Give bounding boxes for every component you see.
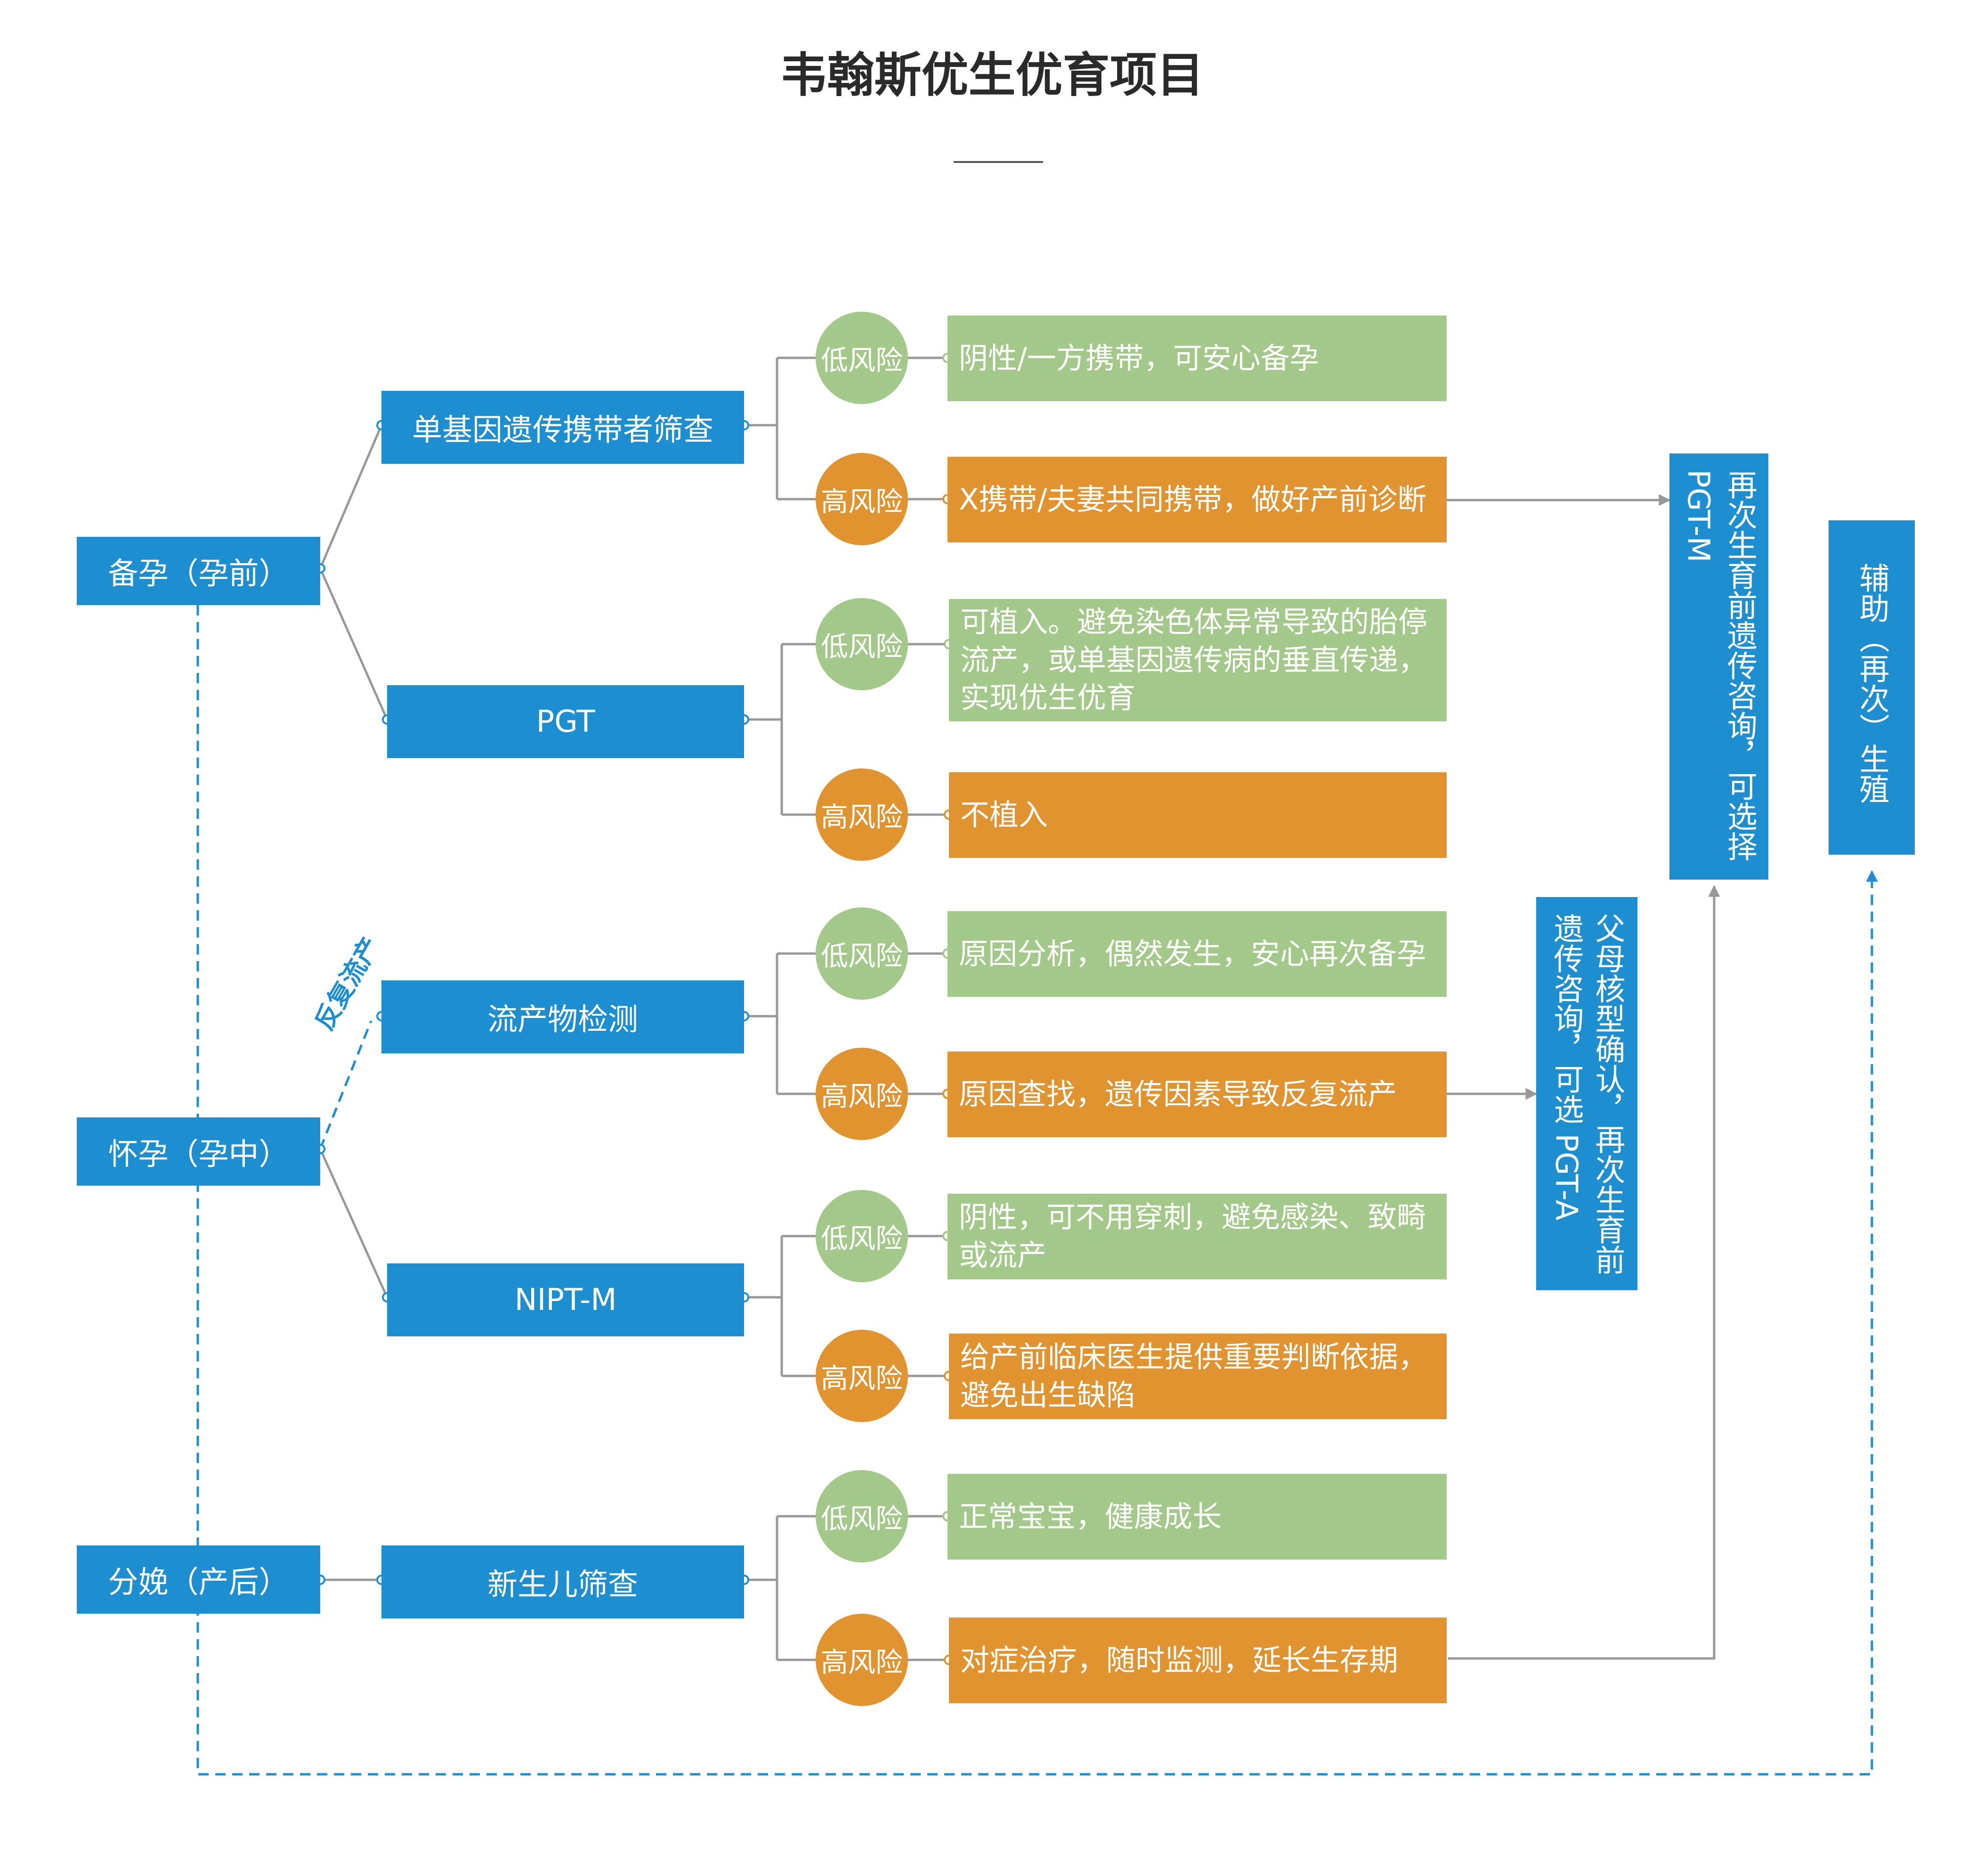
risk-high-badge: 高风险: [816, 768, 908, 861]
stage-pregnancy: 怀孕（孕中）: [77, 1117, 320, 1186]
risk-low-badge: 低风险: [816, 312, 908, 404]
risk-high-badge: 高风险: [816, 1330, 908, 1422]
assisted-reproduction-text: 辅助（再次）生殖: [1854, 563, 1889, 804]
risk-low-badge: 低风险: [816, 598, 908, 690]
pgt-m-text-line-1: 再次生育前遗传咨询，可选择: [1722, 469, 1757, 861]
risk-low-badge: 低风险: [816, 1190, 908, 1282]
result-pgt-high: 不植入: [949, 772, 1447, 858]
pgt-m-counseling-box: 再次生育前遗传咨询，可选择 PGT-M: [1669, 453, 1768, 880]
risk-high-badge: 高风险: [816, 1048, 908, 1140]
item-nipt-m: NIPT-M: [387, 1263, 744, 1336]
risk-high-badge: 高风险: [816, 1614, 908, 1706]
karyotype-text-line-1: 父母核型确认，再次生育前: [1590, 913, 1625, 1275]
risk-high-badge: 高风险: [816, 453, 908, 545]
result-carrier-high: X携带/夫妻共同携带，做好产前诊断: [947, 457, 1447, 542]
stage-postpartum: 分娩（产后）: [77, 1545, 320, 1614]
karyotype-pgt-a-box: 父母核型确认，再次生育前 遗传咨询，可选 PGT-A: [1536, 897, 1637, 1290]
result-carrier-low: 阴性/一方携带，可安心备孕: [947, 315, 1447, 401]
result-tissue-low: 原因分析，偶然发生，安心再次备孕: [947, 911, 1447, 997]
item-miscarriage-tissue-test: 流产物检测: [381, 980, 744, 1053]
karyotype-text-line-2: 遗传咨询，可选 PGT-A: [1548, 913, 1584, 1221]
stage-pre-pregnancy: 备孕（孕前）: [77, 537, 320, 605]
title-divider: [954, 161, 1043, 163]
result-newborn-low: 正常宝宝，健康成长: [947, 1474, 1447, 1560]
result-tissue-high: 原因查找，遗传因素导致反复流产: [947, 1051, 1447, 1137]
pgt-m-text-line-2: PGT-M: [1681, 469, 1716, 563]
risk-low-badge: 低风险: [816, 1470, 908, 1562]
item-newborn-screening: 新生儿筛查: [381, 1545, 744, 1618]
item-carrier-screening: 单基因遗传携带者筛查: [381, 391, 744, 464]
result-pgt-low: 可植入。避免染色体异常导致的胎停流产，或单基因遗传病的垂直传递，实现优生优育: [949, 599, 1447, 721]
risk-low-badge: 低风险: [816, 907, 908, 1000]
result-nipt-high: 给产前临床医生提供重要判断依据，避免出生缺陷: [949, 1334, 1447, 1419]
item-pgt: PGT: [387, 685, 744, 758]
page-title: 韦翰斯优生优育项目: [780, 48, 1204, 103]
result-nipt-low: 阴性，可不用穿刺，避免感染、致畸或流产: [947, 1194, 1447, 1279]
assisted-reproduction-box: 辅助（再次）生殖: [1829, 520, 1915, 855]
result-newborn-high: 对症治疗，随时监测，延长生存期: [949, 1617, 1447, 1703]
